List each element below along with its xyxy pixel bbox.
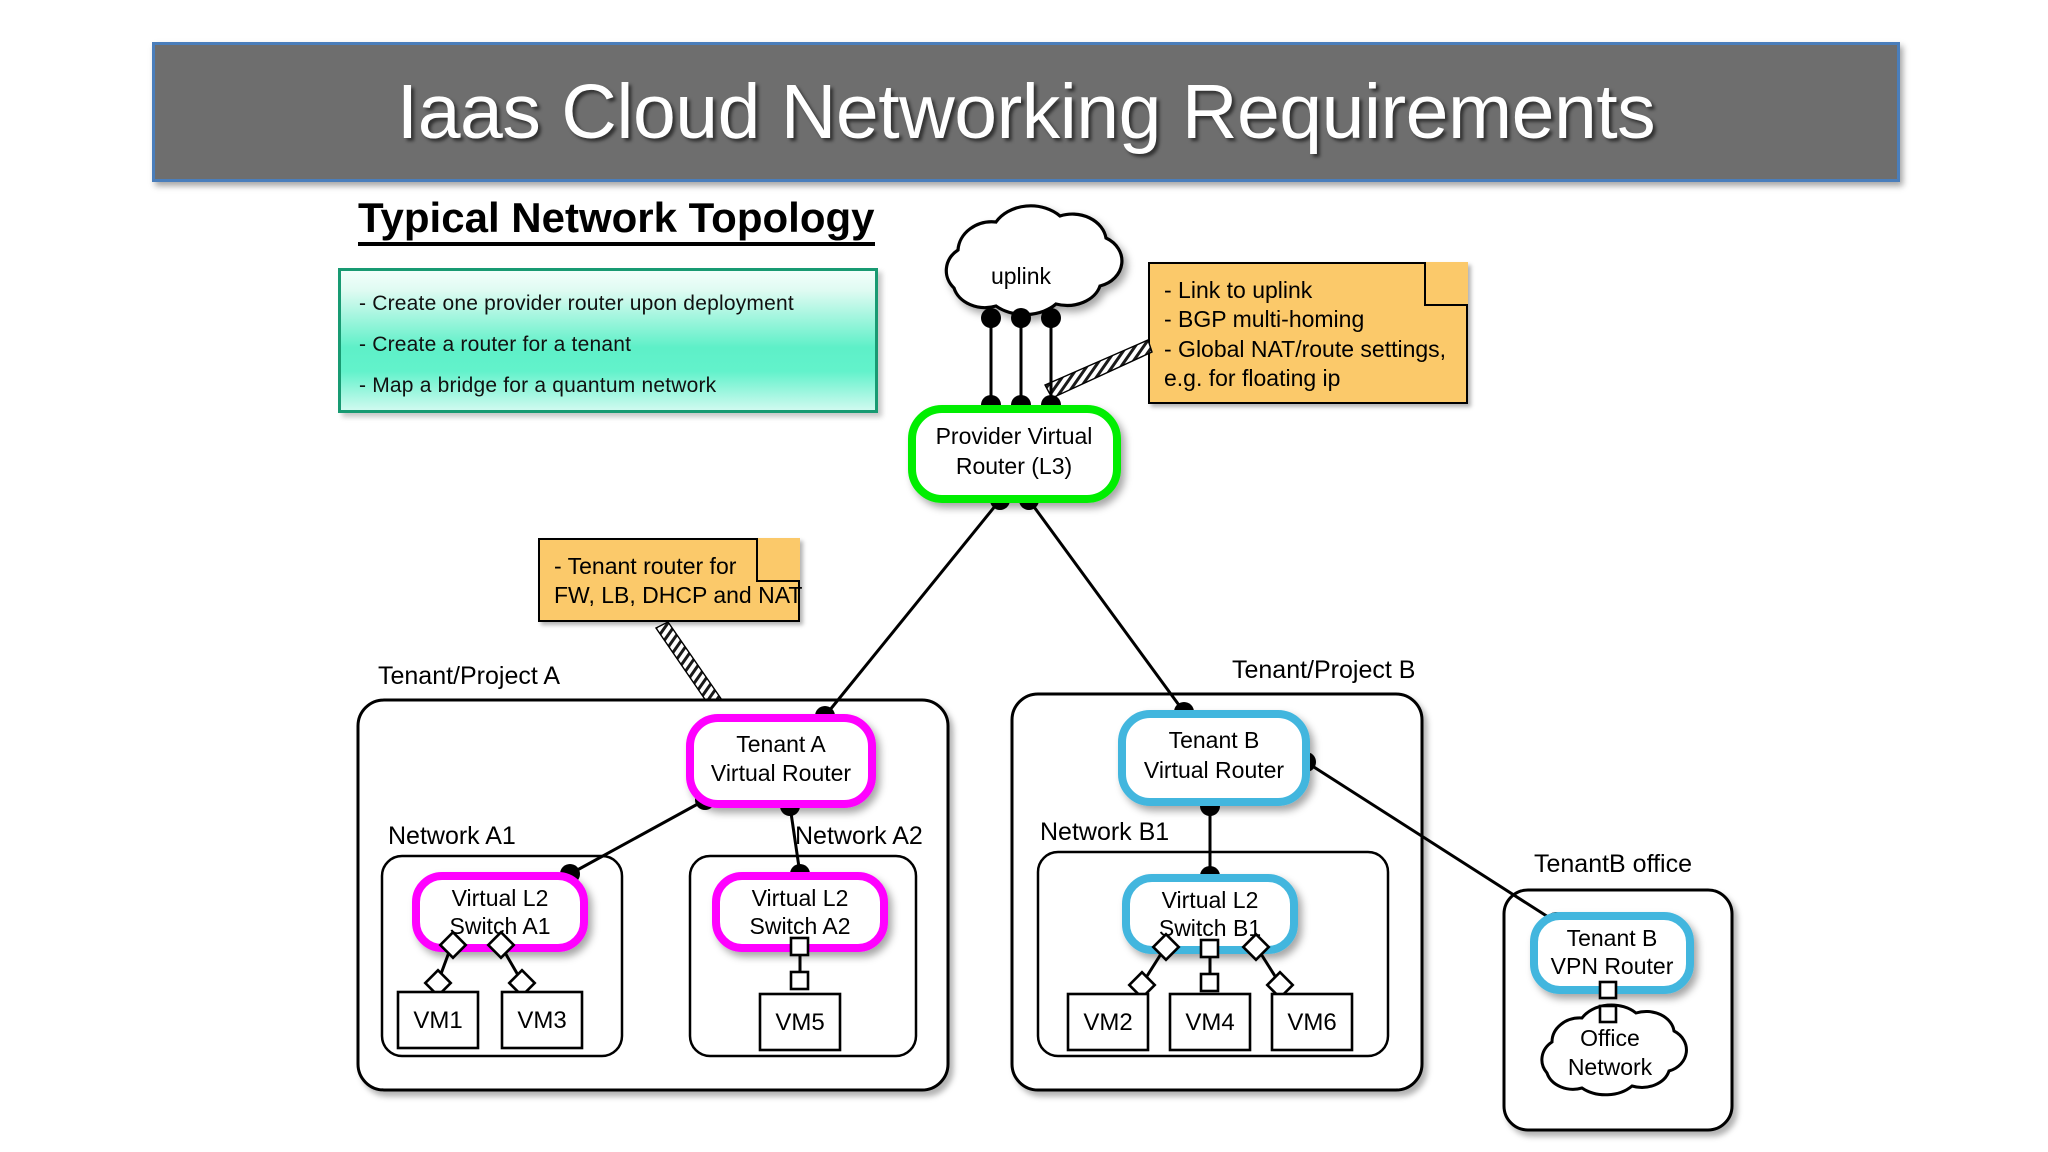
provider-virtual-router-node[interactable] xyxy=(908,405,1121,503)
square-port-icon xyxy=(789,970,810,991)
office-network-cloud xyxy=(1540,1003,1688,1097)
vm-box[interactable] xyxy=(1066,992,1150,1052)
vm-label: VM5 xyxy=(775,1009,824,1036)
square-port-icon xyxy=(1199,938,1220,959)
office-network-label-2: Network xyxy=(1568,1054,1653,1080)
switch-a1-label-1: Virtual L2 xyxy=(452,885,549,911)
note-line: e.g. for floating ip xyxy=(1164,365,1341,392)
vm-label: VM2 xyxy=(1083,1009,1132,1036)
square-port-icon xyxy=(1598,1004,1618,1024)
note-line: - Tenant router for xyxy=(554,553,737,579)
vm-label: VM3 xyxy=(517,1007,566,1034)
tenant-b-virtual-router-node[interactable] xyxy=(1118,710,1310,806)
note-line: FW, LB, DHCP and NAT xyxy=(554,582,803,609)
diamond-port-icon xyxy=(423,968,453,998)
requirement-line: - Create one provider router upon deploy… xyxy=(359,292,794,315)
group-label-tenant-b: Tenant/Project B xyxy=(1232,656,1415,684)
diamond-port-icon xyxy=(1127,970,1157,1000)
vm-box[interactable] xyxy=(396,990,480,1050)
tenant-a-virtual-router-node[interactable] xyxy=(686,714,876,808)
group-label-network-a2: Network A2 xyxy=(795,822,923,850)
tenant-a-router-label-1: Tenant A xyxy=(736,731,826,757)
vpn-router-label-2: VPN Router xyxy=(1551,953,1674,979)
square-port-icon xyxy=(1598,980,1618,1000)
diamond-port-icon xyxy=(1265,970,1295,1000)
vm-box[interactable] xyxy=(500,990,584,1050)
square-port-icon xyxy=(789,936,810,957)
switch-a2-label-2: Switch A2 xyxy=(750,913,851,939)
vm-box[interactable] xyxy=(1270,992,1354,1052)
tenant-b-router-label-2: Virtual Router xyxy=(1144,757,1285,783)
note-fold-corner xyxy=(1424,262,1468,306)
page-title: Iaas Cloud Networking Requirements xyxy=(396,68,1656,155)
diamond-port-icon xyxy=(507,968,537,998)
provider-router-label-2: Router (L3) xyxy=(956,453,1072,479)
section-heading: Typical Network Topology xyxy=(358,195,875,247)
requirement-line: - Map a bridge for a quantum network xyxy=(359,374,717,397)
note-line: - BGP multi-homing xyxy=(1164,306,1365,333)
group-label-network-b1: Network B1 xyxy=(1040,818,1169,846)
note-line: - Link to uplink xyxy=(1164,277,1313,303)
diamond-port-icon xyxy=(438,930,468,960)
switch-b1-label-2: Switch B1 xyxy=(1159,915,1261,941)
vm-label: VM1 xyxy=(413,1007,462,1034)
square-port-icon xyxy=(1199,972,1220,993)
slide-title-bar: Iaas Cloud Networking Requirements xyxy=(152,42,1900,182)
group-label-network-a1: Network A1 xyxy=(388,822,516,850)
uplink-sticky-note: - Link to uplink - BGP multi-homing - Gl… xyxy=(1148,262,1468,404)
uplink-cloud xyxy=(944,204,1124,317)
vm-box[interactable] xyxy=(758,992,842,1052)
diamond-port-icon xyxy=(1241,932,1271,962)
vpn-router-label-1: Tenant B xyxy=(1567,925,1658,951)
group-label-tenantb-office: TenantB office xyxy=(1534,850,1692,878)
diamond-port-icon xyxy=(1151,932,1181,962)
note-fold-corner xyxy=(756,538,800,582)
vm-box[interactable] xyxy=(1168,992,1252,1052)
vm-label: VM6 xyxy=(1287,1009,1336,1036)
uplink-cloud-label: uplink xyxy=(991,263,1052,289)
tenant-router-sticky-note: - Tenant router for FW, LB, DHCP and NAT xyxy=(538,538,803,622)
tenant-a-router-label-2: Virtual Router xyxy=(711,760,852,786)
vm-label: VM4 xyxy=(1185,1009,1234,1036)
note-leader-uplink xyxy=(1044,339,1153,399)
requirements-callout: - Create one provider router upon deploy… xyxy=(338,268,878,413)
vm-boxes: VM1 VM3 VM5 VM2 VM4 VM6 xyxy=(396,990,1354,1052)
port-markers xyxy=(423,930,1618,1024)
requirement-line: - Create a router for a tenant xyxy=(359,333,632,356)
office-network-label-1: Office xyxy=(1580,1025,1640,1051)
switch-b1-label-1: Virtual L2 xyxy=(1162,887,1259,913)
group-label-tenant-a: Tenant/Project A xyxy=(378,662,560,690)
provider-router-label-1: Provider Virtual xyxy=(936,423,1093,449)
switch-a2-label-1: Virtual L2 xyxy=(752,885,849,911)
diamond-port-icon xyxy=(486,930,516,960)
tenant-b-router-label-1: Tenant B xyxy=(1169,727,1260,753)
note-line: - Global NAT/route settings, xyxy=(1164,335,1447,362)
